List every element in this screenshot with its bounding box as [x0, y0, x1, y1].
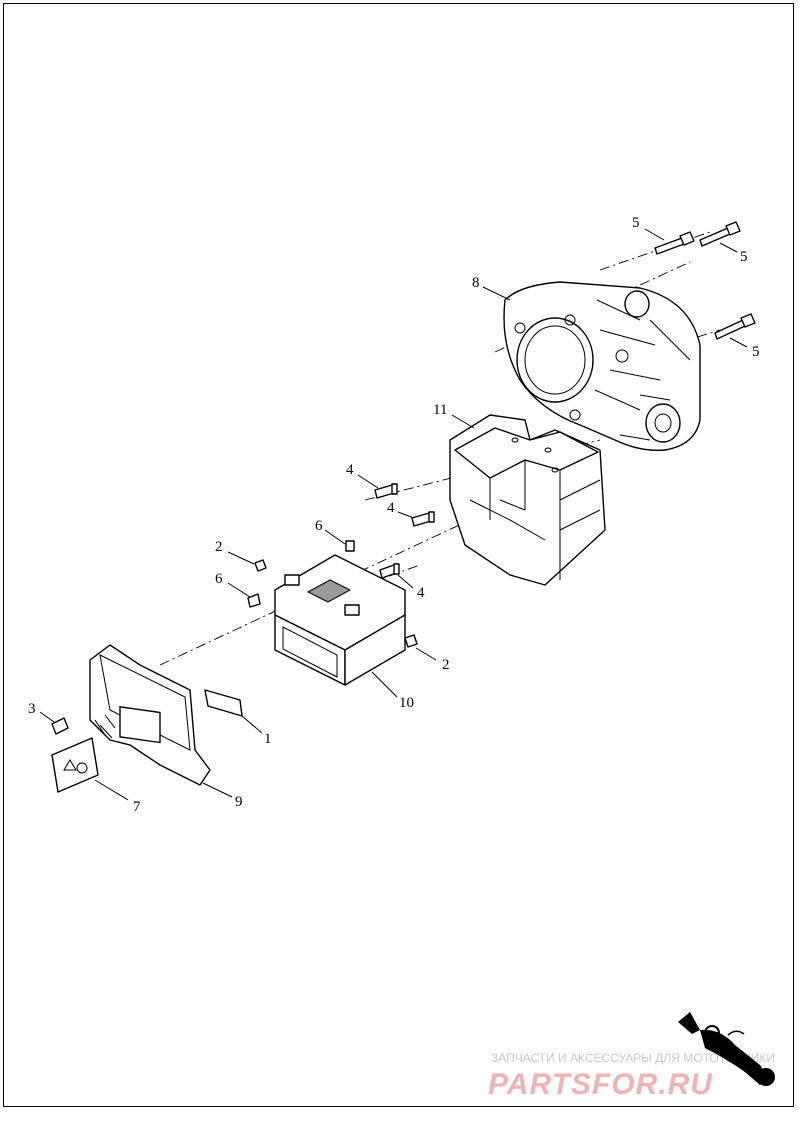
part-5-bolts — [654, 221, 756, 340]
callout-10: 10 — [399, 695, 414, 711]
callout-11: 11 — [433, 402, 447, 418]
part-11-battery-tray — [449, 414, 606, 586]
callout-6b: 6 — [215, 571, 223, 587]
callout-7: 7 — [133, 799, 141, 815]
callout-5a: 5 — [632, 215, 640, 231]
part-3-screw — [51, 717, 69, 735]
watermark-tagline: ЗАПЧАСТИ И АКСЕССУАРЫ ДЛЯ МОТОТЕХНИКИ — [491, 1051, 775, 1065]
part-2-nuts — [254, 559, 418, 648]
callout-labels: 5 5 5 8 11 4 4 4 6 2 6 2 10 1 3 7 9 — [28, 215, 760, 815]
leader-lines — [39, 228, 748, 801]
part-10-battery — [274, 554, 406, 686]
callout-5c: 5 — [752, 344, 760, 360]
callout-2b: 2 — [442, 657, 450, 673]
callout-4a: 4 — [346, 462, 354, 478]
callout-2a: 2 — [215, 539, 223, 555]
callout-4c: 4 — [417, 585, 425, 601]
part-4-screws — [374, 483, 435, 579]
callout-8: 8 — [472, 275, 480, 291]
part-1-pad — [204, 689, 243, 717]
part-7-warning-label — [51, 737, 99, 793]
motorcycle-logo-icon — [678, 1012, 775, 1086]
part-6-screws — [247, 540, 355, 608]
drawing-frame — [3, 3, 794, 1107]
part-9-battery-cover — [89, 644, 211, 786]
watermark: ЗАПЧАСТИ И АКСЕССУАРЫ ДЛЯ МОТОТЕХНИКИ PA… — [488, 1051, 775, 1101]
callout-4b: 4 — [387, 500, 395, 516]
callout-9: 9 — [235, 794, 243, 810]
watermark-brand: PARTSFOR.RU — [488, 1068, 713, 1101]
callout-6a: 6 — [315, 518, 323, 534]
callout-5b: 5 — [740, 249, 748, 265]
callout-3: 3 — [28, 701, 36, 717]
part-8-mounting-bracket — [503, 281, 701, 451]
callout-1: 1 — [264, 731, 272, 747]
